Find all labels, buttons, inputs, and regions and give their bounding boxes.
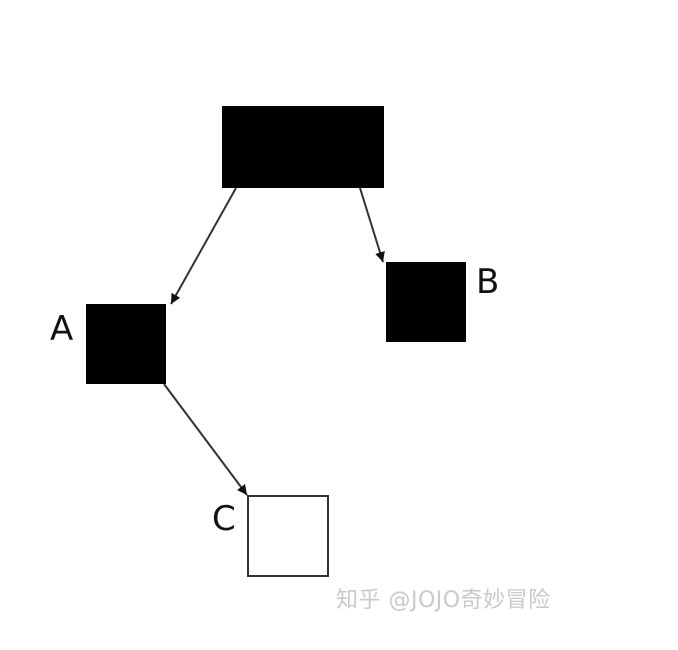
edge-root-to-A <box>170 187 237 305</box>
node-root <box>222 106 384 188</box>
node-B <box>386 262 466 342</box>
label-A: A <box>50 309 73 349</box>
edge-root-to-B <box>359 187 385 263</box>
label-B: B <box>476 262 499 302</box>
node-C <box>247 495 329 577</box>
watermark: 知乎 @JOJO奇妙冒险 <box>336 588 551 613</box>
label-C: C <box>212 499 236 539</box>
node-A <box>86 304 166 384</box>
edge-A-to-C <box>163 383 248 496</box>
